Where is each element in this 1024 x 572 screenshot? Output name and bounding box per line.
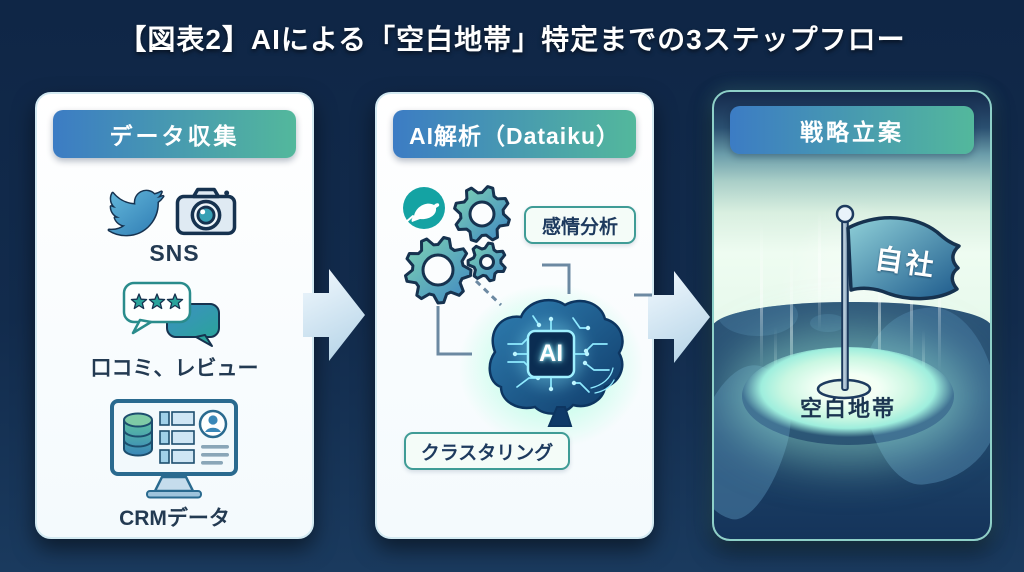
flag-banner <box>846 216 961 301</box>
front-bubble <box>122 281 192 335</box>
label-reviews: 口コミ、レビュー <box>90 357 259 380</box>
flag-pole-top <box>835 204 855 224</box>
star-rating-icon <box>130 293 184 310</box>
badge-sentiment-analysis: 感情分析 <box>524 206 636 244</box>
panel-strategy-planning: 空白地帯 自社 戦略立案 <box>712 90 992 541</box>
ai-graphics <box>403 185 652 427</box>
camera-icon <box>175 187 237 236</box>
zone-label: 空白地帯 <box>799 396 896 421</box>
database-icon <box>123 412 153 457</box>
light-streak <box>818 210 821 330</box>
page-title: 【図表2】AIによる「空白地帯」特定までの3ステップフロー <box>118 24 906 55</box>
light-streak <box>760 220 763 370</box>
ai-chip <box>526 329 576 379</box>
connector-lines <box>436 263 652 356</box>
light-streak <box>790 242 793 422</box>
panel-header-strategy: 戦略立案 <box>730 106 974 154</box>
panel-header-data-collection: データ収集 <box>53 110 296 158</box>
light-streak <box>938 242 941 372</box>
crm-monitor-icon <box>110 399 238 499</box>
panel-data-collection: データ収集 SNS <box>35 92 314 539</box>
light-streak <box>878 232 881 402</box>
company-flag-icon <box>816 204 961 400</box>
gears-icon <box>404 185 511 305</box>
badge-clustering: クラスタリング <box>404 432 570 470</box>
ai-chip-label: AI <box>539 340 563 367</box>
panel-header-ai-analysis: AI解析（Dataiku） <box>393 110 636 158</box>
review-bubbles-icon <box>122 281 220 347</box>
continent-shape <box>718 302 798 336</box>
customer-avatar-icon <box>198 409 229 465</box>
panel-ai-analysis: AI解析（Dataiku） <box>375 92 654 539</box>
flag-pole <box>841 219 849 391</box>
dataiku-logo-icon <box>403 187 445 229</box>
label-crm-data: CRMデータ <box>119 507 230 530</box>
right-arrow-icon <box>303 269 365 361</box>
label-sns: SNS <box>149 240 200 266</box>
ai-brain-icon <box>488 298 624 427</box>
right-arrow-icon <box>648 271 710 363</box>
continent-shape <box>810 314 846 332</box>
twitter-bird-icon <box>107 189 165 237</box>
record-list <box>159 411 195 464</box>
